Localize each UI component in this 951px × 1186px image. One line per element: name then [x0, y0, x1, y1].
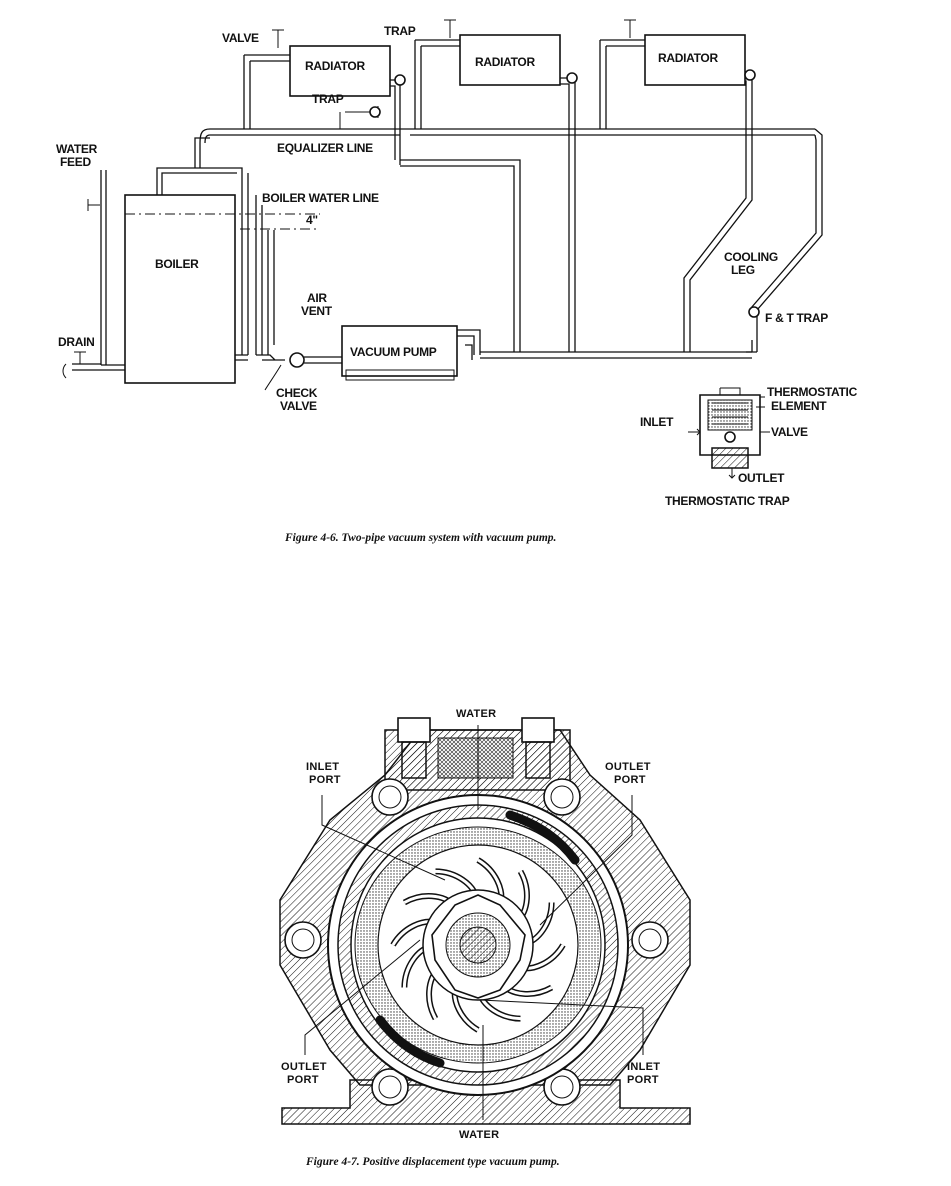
leader-inlet-port-left: [321, 795, 446, 881]
label-vacuum-pump: VACUUM PUMP: [350, 345, 437, 359]
caption-figure-4-7: Figure 4-7. Positive displacement type v…: [305, 1156, 560, 1168]
thermostatic-trap-inset: [688, 387, 770, 479]
label-radiator-3: RADIATOR: [658, 51, 718, 65]
label-outlet-port-left-1: OUTLET: [281, 1061, 327, 1073]
radiator-2: [459, 34, 561, 86]
figure-4-6: VALVE TRAP RADIATOR RADIATOR RADIATOR TR…: [56, 19, 858, 544]
label-inlet-port-right-1: INLET: [627, 1061, 660, 1073]
leader-outlet-port-left: [304, 939, 421, 1055]
label-cooling-leg-1: COOLING: [724, 250, 778, 264]
label-trap-mid: TRAP: [312, 92, 344, 106]
figure-4-7: WATER INLET PORT OUTLET PORT OUTLET PORT…: [279, 708, 691, 1168]
label-valve-inset: VALVE: [771, 425, 808, 439]
radiator-3: [644, 34, 746, 86]
label-equalizer-line: EQUALIZER LINE: [277, 141, 373, 155]
label-water-feed-1: WATER: [56, 142, 98, 156]
label-thermostatic-trap: THERMOSTATIC TRAP: [665, 494, 790, 508]
label-inlet-port-left-1: INLET: [306, 761, 339, 773]
label-thermostatic-element-2: ELEMENT: [771, 399, 827, 413]
label-inlet-port-right-2: PORT: [627, 1074, 659, 1086]
label-air-vent-1: AIR: [307, 291, 327, 305]
label-thermostatic-element-1: THERMOSTATIC: [767, 385, 858, 399]
impeller: [377, 844, 579, 1046]
radiator-1: [289, 45, 391, 97]
label-inlet-port-left-2: PORT: [309, 774, 341, 786]
label-check-valve-2: VALVE: [280, 399, 317, 413]
label-valve: VALVE: [222, 31, 259, 45]
label-trap-top: TRAP: [384, 24, 416, 38]
label-ft-trap: F & T TRAP: [765, 311, 828, 325]
label-dimension: 4": [306, 213, 318, 227]
leader-outlet-port-right: [539, 795, 633, 926]
label-outlet-port-left-2: PORT: [287, 1074, 319, 1086]
label-radiator-1: RADIATOR: [305, 59, 365, 73]
label-boiler: BOILER: [155, 257, 199, 271]
boiler: [124, 194, 236, 384]
label-air-vent-2: VENT: [301, 304, 333, 318]
label-boiler-water-line: BOILER WATER LINE: [262, 191, 379, 205]
label-radiator-2: RADIATOR: [475, 55, 535, 69]
label-outlet: OUTLET: [738, 471, 785, 485]
label-outlet-port-right-2: PORT: [614, 774, 646, 786]
caption-figure-4-6: Figure 4-6. Two-pipe vacuum system with …: [284, 532, 556, 544]
vacuum-pump: [341, 325, 458, 377]
label-outlet-port-right-1: OUTLET: [605, 761, 651, 773]
label-water-bottom: WATER: [459, 1129, 499, 1141]
label-inlet: INLET: [640, 415, 674, 429]
label-water-top: WATER: [456, 708, 496, 720]
label-drain: DRAIN: [58, 335, 95, 349]
label-cooling-leg-2: LEG: [731, 263, 755, 277]
label-water-feed-2: FEED: [60, 155, 91, 169]
label-check-valve-1: CHECK: [276, 386, 318, 400]
leader-inlet-port-right: [479, 999, 644, 1055]
